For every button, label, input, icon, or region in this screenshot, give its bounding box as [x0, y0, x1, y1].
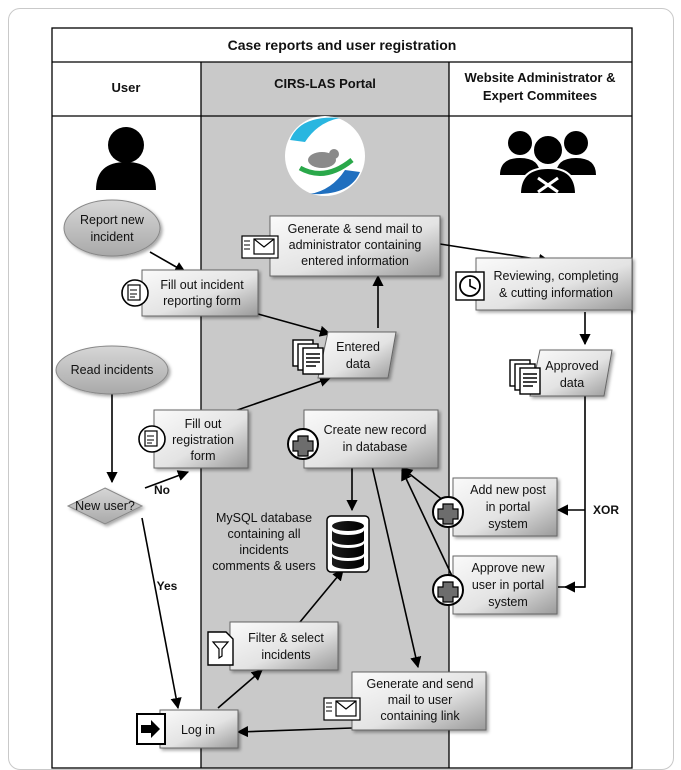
approved-data-line-2: data	[560, 376, 584, 390]
mail-icon	[241, 235, 279, 259]
clock-icon	[455, 271, 485, 301]
generate-mail-admin-node	[269, 215, 441, 277]
add-post-line-1: Add new post	[470, 483, 546, 497]
reviewing-line-2: & cutting information	[499, 286, 613, 300]
plus-icon	[432, 574, 464, 606]
label-yes: Yes	[157, 579, 178, 593]
entered-data-line-2: data	[346, 357, 370, 371]
generate-mail-user-line-2: mail to user	[388, 693, 453, 707]
read-incidents-label: Read incidents	[71, 363, 154, 377]
filter-doc-icon	[207, 631, 234, 666]
documents-icon	[292, 339, 324, 375]
label-no: No	[154, 483, 170, 497]
fill-registration-line-3: form	[191, 449, 216, 463]
filter-select-node	[229, 621, 339, 671]
approved-data-line-1: Approved	[545, 359, 599, 373]
create-record-line-1: Create new record	[324, 423, 427, 437]
generate-mail-admin-line-1: Generate & send mail to	[288, 222, 423, 236]
new-user-decision	[66, 487, 144, 525]
fill-registration-node	[153, 409, 249, 469]
fill-registration-line-2: registration	[172, 433, 234, 447]
plus-icon	[287, 428, 319, 460]
mysql-line-2: containing all	[228, 527, 301, 541]
add-post-line-3: system	[488, 517, 528, 531]
filter-select-line-1: Filter & select	[248, 631, 324, 645]
approve-user-line-2: user in portal	[472, 578, 544, 592]
reviewing-node	[475, 257, 633, 311]
mysql-line-4: comments & users	[212, 559, 316, 573]
mysql-line-1: MySQL database	[216, 511, 312, 525]
documents-icon	[509, 359, 541, 395]
report-new-incident-node	[63, 199, 161, 257]
diagram-title: Case reports and user registration	[228, 37, 457, 53]
user-icon	[96, 127, 156, 190]
read-incidents-node	[55, 345, 169, 395]
create-record-line-2: in database	[343, 440, 408, 454]
form-icon	[121, 279, 149, 307]
fill-incident-form-line-1: Fill out incident	[160, 278, 244, 292]
database-icon	[326, 515, 370, 573]
lane-header-admin-2: Expert Commitees	[483, 88, 597, 103]
portal-logo-icon	[285, 116, 365, 196]
generate-mail-admin-line-3: entered information	[301, 254, 409, 268]
form-icon	[138, 425, 166, 453]
mail-icon	[323, 697, 361, 721]
approve-user-line-1: Approve new	[472, 561, 546, 575]
approve-user-line-3: system	[488, 595, 528, 609]
fill-registration-line-1: Fill out	[185, 417, 222, 431]
admin-group-icon	[500, 131, 596, 195]
approve-user-node	[452, 555, 558, 615]
lane-header-user: User	[112, 80, 141, 95]
report-new-line-1: Report new	[80, 213, 145, 227]
fill-incident-form-line-2: reporting form	[163, 294, 241, 308]
entered-data-node	[317, 331, 397, 379]
create-record-node	[303, 409, 439, 469]
lane-header-admin-1: Website Administrator &	[465, 70, 616, 85]
filter-select-line-2: incidents	[261, 648, 310, 662]
generate-mail-user-node	[351, 671, 487, 731]
fill-incident-form-node	[141, 269, 259, 317]
label-xor: XOR	[593, 503, 619, 517]
reviewing-line-1: Reviewing, completing	[493, 269, 618, 283]
add-post-line-2: in portal	[486, 500, 530, 514]
generate-mail-admin-line-2: administrator containing	[289, 238, 422, 252]
lane-header-portal: CIRS-LAS Portal	[274, 76, 376, 91]
mysql-line-3: incidents	[239, 543, 288, 557]
generate-mail-user-line-1: Generate and send	[366, 677, 473, 691]
new-user-label: New user?	[75, 499, 135, 513]
report-new-line-2: incident	[90, 230, 134, 244]
login-icon	[136, 713, 166, 745]
entered-data-line-1: Entered	[336, 340, 380, 354]
add-post-node	[452, 477, 558, 537]
log-in-label: Log in	[181, 723, 215, 737]
plus-icon	[432, 496, 464, 528]
generate-mail-user-line-3: containing link	[380, 709, 460, 723]
log-in-node	[159, 709, 239, 749]
